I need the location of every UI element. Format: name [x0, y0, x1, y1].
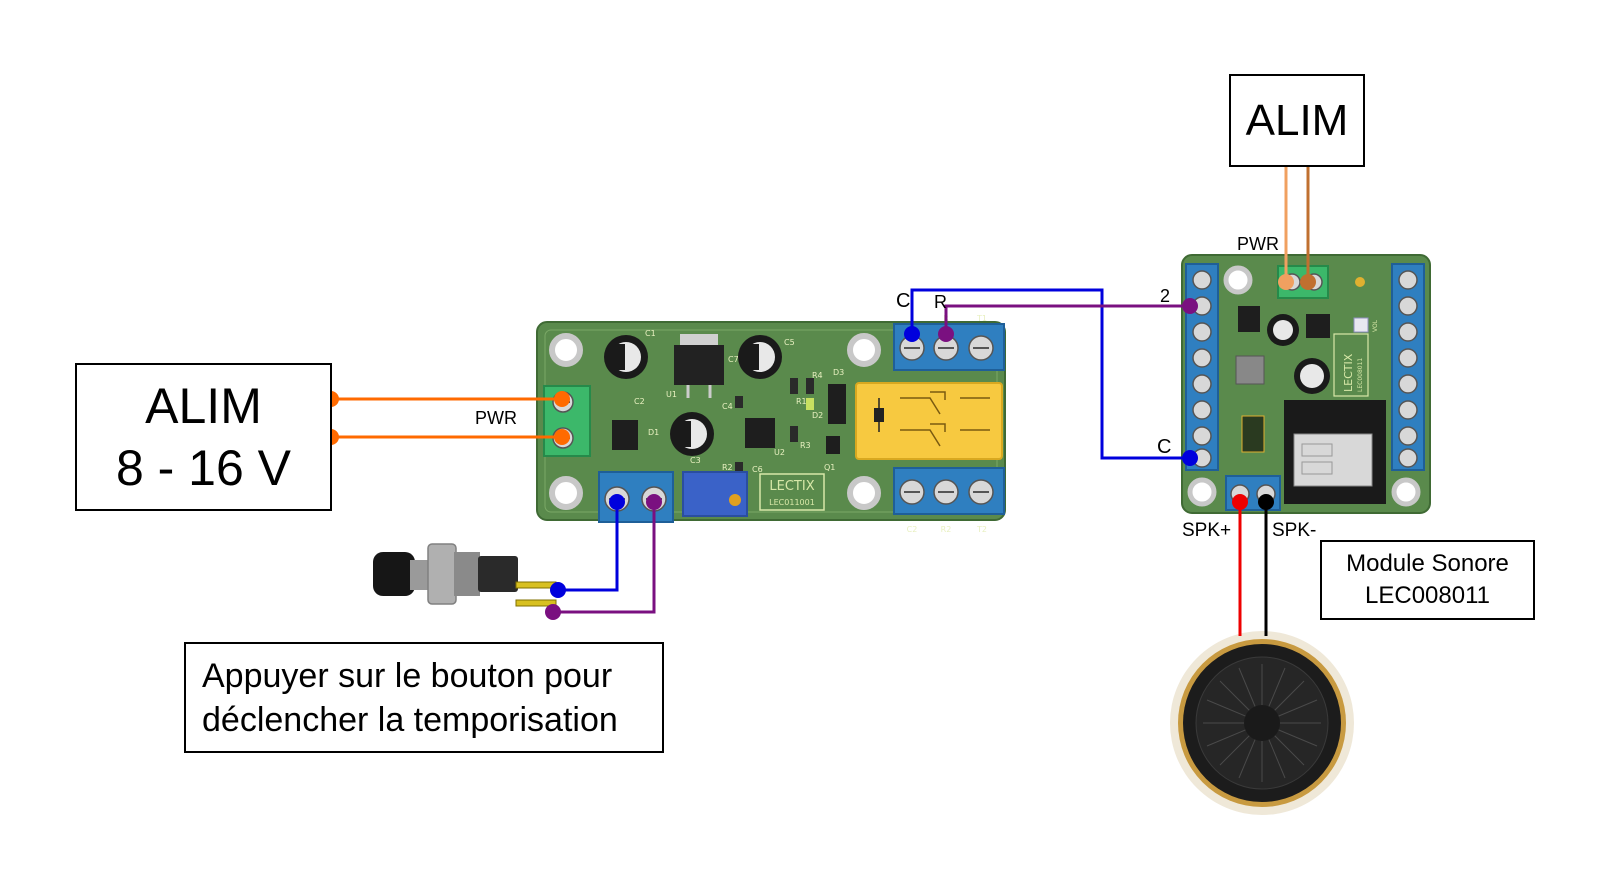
caption-sound-line1: Module Sonore [1346, 550, 1509, 577]
wire-dot-pwr-minus [554, 429, 570, 445]
svg-text:C1: C1 [645, 329, 656, 338]
timer-pwr-label: PWR [475, 408, 517, 428]
relay-label-r2: R2 [941, 525, 952, 534]
svg-text:R4: R4 [812, 371, 823, 380]
svg-text:C2: C2 [634, 397, 645, 406]
alim-right-title: ALIM [1245, 95, 1349, 145]
spk-minus-label: SPK- [1272, 520, 1317, 541]
timer-button-terminal [598, 471, 674, 523]
svg-text:C4: C4 [722, 402, 733, 411]
svg-text:R2: R2 [722, 463, 733, 472]
sound-left-terminal-strip [1185, 263, 1219, 471]
push-button [373, 543, 557, 607]
svg-text:U1: U1 [666, 390, 677, 399]
svg-text:D1: D1 [648, 428, 659, 437]
timer-component-labels: C1 C2 C3 C4 C5 C6 C7 D1 D2 D3 U1 U2 R1 R… [634, 329, 844, 474]
svg-text:C5: C5 [784, 338, 795, 347]
relay-label-t1: T1 [976, 314, 987, 323]
regulator-u1 [674, 334, 724, 398]
speaker [1170, 631, 1354, 815]
mounting-holes [549, 333, 881, 510]
wire-relay-c-blue [910, 288, 1190, 460]
relay [855, 382, 1003, 460]
alim-left-box: ALIM 8 - 16 V [75, 363, 332, 511]
timer-module-board: C1 C2 C3 C4 C5 C6 C7 D1 D2 D3 U1 U2 R1 R… [536, 314, 1006, 534]
svg-text:C7: C7 [728, 355, 739, 364]
alim-left-title: ALIM [145, 378, 262, 434]
svg-text:LEC011001: LEC011001 [769, 498, 815, 507]
ic-u2 [745, 418, 775, 448]
timer-relay-terminal-bottom [893, 467, 1005, 515]
svg-text:R3: R3 [800, 441, 811, 450]
wire-dot-pwr-plus [554, 391, 570, 407]
relay-label-c: C [896, 290, 911, 312]
relay-label-c2: C2 [907, 525, 918, 534]
sound-module-board: LECTIX LEC008011 VOL [1181, 254, 1431, 514]
sound-logo: LECTIX LEC008011 VOL [1333, 319, 1379, 397]
caption-button-line1: Appuyer sur le bouton pour [202, 656, 613, 695]
caption-button: Appuyer sur le bouton pour déclencher la… [184, 642, 664, 753]
diode-d1 [612, 420, 638, 450]
relay-label-r: R [934, 292, 947, 312]
sound-input-2-label: 2 [1160, 286, 1171, 306]
sound-pwr-label: PWR [1237, 234, 1279, 254]
alim-left-voltage: 8 - 16 V [115, 440, 292, 496]
caption-sound-module: Module Sonore LEC008011 [1320, 540, 1535, 620]
transistor-q1 [826, 436, 840, 454]
sound-common-label: C [1157, 436, 1172, 458]
wire-relay-r-purple [944, 304, 1190, 332]
svg-text:D2: D2 [812, 411, 823, 420]
potentiometer [682, 471, 748, 517]
svg-text:C6: C6 [752, 465, 763, 474]
svg-text:LEC008011: LEC008011 [1357, 358, 1364, 392]
svg-text:VOL: VOL [1372, 319, 1379, 332]
svg-text:LECTIX: LECTIX [1342, 353, 1355, 392]
svg-text:LECTIX: LECTIX [769, 479, 814, 494]
svg-text:U2: U2 [774, 448, 785, 457]
svg-text:R1: R1 [796, 397, 807, 406]
svg-text:C3: C3 [690, 456, 701, 465]
wire-button-purple [553, 502, 656, 614]
spk-plus-label: SPK+ [1182, 520, 1232, 541]
svg-text:Q1: Q1 [824, 463, 835, 472]
alim-right-box: ALIM [1229, 74, 1365, 167]
caption-sound-line2: LEC008011 [1365, 582, 1490, 609]
capacitors [604, 335, 782, 456]
caption-button-line2: déclencher la temporisation [202, 700, 618, 739]
svg-text:D3: D3 [833, 368, 844, 377]
resistors [735, 378, 814, 474]
wire-button-blue [558, 502, 619, 592]
diode-d3 [828, 384, 846, 424]
sd-card-module [1284, 400, 1386, 504]
timer-logo: LECTIX LEC011001 [759, 473, 825, 511]
wires-left-power [330, 397, 563, 439]
sound-right-terminal-strip [1391, 263, 1425, 471]
relay-label-t2: T2 [976, 525, 987, 534]
